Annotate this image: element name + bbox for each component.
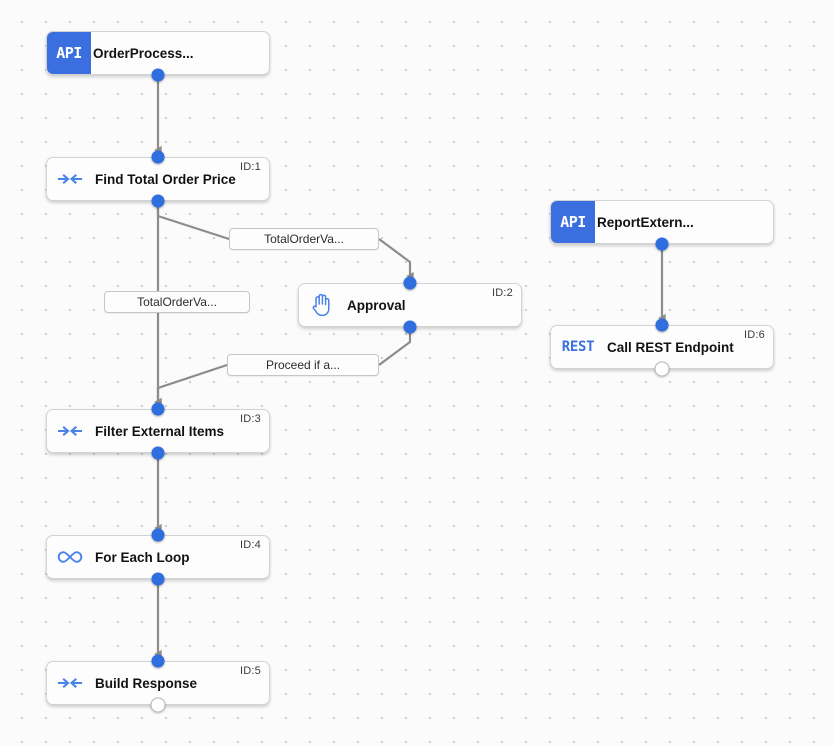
node-title: ReportExtern...	[597, 214, 694, 230]
rest-label-icon: REST	[561, 339, 595, 355]
infinity-loop-icon	[47, 549, 93, 565]
port-approval-out[interactable]	[403, 320, 417, 334]
transform-arrows-icon	[47, 422, 93, 440]
edge-find-to-label1[interactable]	[156, 201, 230, 241]
port-foreach-in[interactable]	[151, 528, 165, 542]
port-build-response-in[interactable]	[151, 654, 165, 668]
node-body: Build Response	[47, 662, 269, 704]
port-order-process-out[interactable]	[151, 68, 165, 82]
port-find-total-out[interactable]	[151, 194, 165, 208]
node-id-label: ID:6	[744, 329, 765, 341]
port-build-response-out[interactable]	[150, 697, 166, 713]
node-body: Find Total Order Price	[47, 158, 269, 200]
node-title: Filter External Items	[95, 423, 225, 439]
api-badge-icon: API	[551, 201, 595, 243]
node-title: Call REST Endpoint	[607, 339, 734, 355]
port-call-rest-in[interactable]	[655, 318, 669, 332]
node-body: REST Call REST Endpoint	[551, 326, 773, 368]
hand-icon	[299, 293, 345, 317]
edge-label-lbl_total_order_va_2[interactable]: TotalOrderVa...	[104, 291, 250, 313]
node-id-label: ID:2	[492, 287, 513, 299]
port-approval-in[interactable]	[403, 276, 417, 290]
edge-approval-to-label3[interactable]	[378, 327, 412, 366]
edge-label1-to-approval[interactable]	[378, 238, 414, 280]
transform-arrows-icon	[47, 674, 93, 692]
edge-find-to-label2[interactable]	[104, 201, 160, 304]
port-filter-out[interactable]	[151, 446, 165, 460]
node-title: Find Total Order Price	[95, 171, 236, 187]
node-title: Build Response	[95, 675, 198, 691]
node-for_each_loop[interactable]: For Each Loop ID:4	[46, 535, 270, 579]
node-body: Approval	[299, 284, 521, 326]
node-body: For Each Loop	[47, 536, 269, 578]
port-find-total-in[interactable]	[151, 150, 165, 164]
port-filter-in[interactable]	[151, 402, 165, 416]
port-call-rest-out[interactable]	[654, 361, 670, 377]
node-body: Filter External Items	[47, 410, 269, 452]
edge-label-lbl_proceed_if_a[interactable]: Proceed if a...	[227, 354, 379, 376]
port-foreach-out[interactable]	[151, 572, 165, 586]
node-title: OrderProcess...	[93, 45, 194, 61]
edge-label3-to-filter[interactable]	[154, 363, 228, 406]
node-title: Approval	[347, 297, 406, 313]
node-id-label: ID:3	[240, 413, 261, 425]
edge-label-lbl_total_order_va_1[interactable]: TotalOrderVa...	[229, 228, 379, 250]
node-id-label: ID:1	[240, 161, 261, 173]
node-find_total_order_price[interactable]: Find Total Order Price ID:1	[46, 157, 270, 201]
port-report-external-out[interactable]	[655, 237, 669, 251]
node-id-label: ID:5	[240, 665, 261, 677]
node-title: For Each Loop	[95, 549, 190, 565]
node-id-label: ID:4	[240, 539, 261, 551]
transform-arrows-icon	[47, 170, 93, 188]
api-badge-icon: API	[47, 32, 91, 74]
